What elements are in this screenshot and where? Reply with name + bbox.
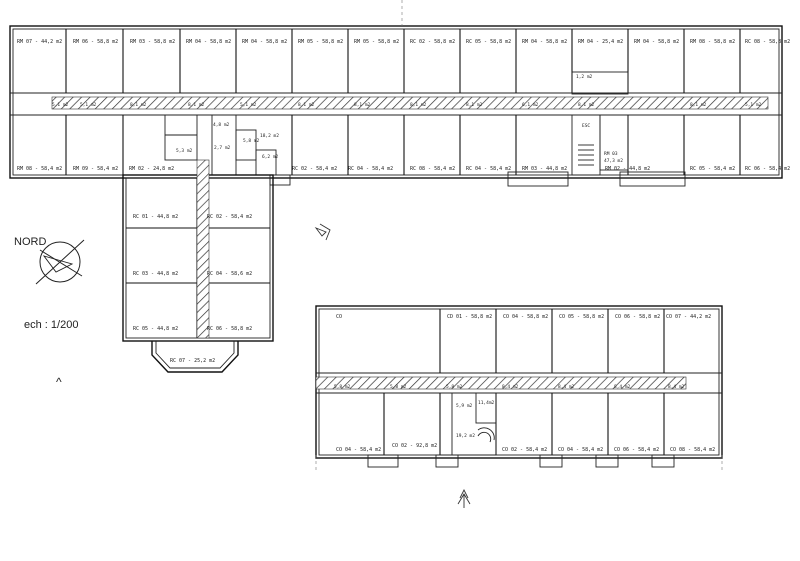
room-label: RM 04 - 58,8 m2 [522, 39, 567, 45]
bottom-notches [367, 454, 675, 468]
room-label: RM 03 [604, 151, 618, 157]
room-label: RM 03 - 58,8 m2 [130, 39, 175, 45]
left-wing [122, 159, 274, 373]
caret-mark: ^ [56, 375, 62, 389]
scale-label: ech : 1/200 [24, 319, 78, 331]
room-label: RM 02 - 44,8 m2 [605, 166, 650, 172]
room-label: 8,1 m2 [466, 102, 483, 108]
room-label: RM 04 - 25,4 m2 [578, 39, 623, 45]
room-label: RM 04 - 58,8 m2 [186, 39, 231, 45]
room-label: 8,4 m2 [614, 384, 631, 390]
room-label: CD 01 - 58,8 m2 [447, 314, 492, 320]
room-label: 5,1 m2 [240, 102, 257, 108]
room-label: 5,3 m2 [176, 148, 193, 154]
room-label: 8,1 m2 [298, 102, 315, 108]
room-label: 4,8 m2 [213, 122, 230, 128]
room-label: RC 08 - 58,8 m2 [745, 39, 790, 45]
room-label: 19,2 m2 [456, 433, 475, 439]
room-label: RM 04 - 58,8 m2 [242, 39, 287, 45]
room-label: RC 02 - 58,8 m2 [410, 39, 455, 45]
room-label: 6,2 m2 [262, 154, 279, 160]
room-label: RM 08 - 58,4 m2 [17, 166, 62, 172]
room-label: CO 08 - 58,4 m2 [670, 447, 715, 453]
room-label: CO [336, 314, 342, 320]
room-label: 8,1 m2 [690, 102, 707, 108]
room-label: RM 04 - 58,8 m2 [634, 39, 679, 45]
room-label: RC 02 - 58,4 m2 [292, 166, 337, 172]
left-corridor-hatch [196, 159, 210, 339]
room-label: CO 04 - 58,4 m2 [336, 447, 381, 453]
bottom-notches [269, 171, 686, 187]
bottom-stair [451, 392, 497, 456]
room-label: RC 04 - 58,4 m2 [348, 166, 393, 172]
room-label: RC 05 - 58,4 m2 [690, 166, 735, 172]
room-label: 8,1 m2 [188, 102, 205, 108]
entrance-arrow-icon [314, 223, 331, 241]
room-label: 5,1 m2 [80, 102, 97, 108]
room-label: RC 01 - 44,8 m2 [133, 214, 178, 220]
room-labels: RM 07 - 44,2 m2 RM 06 - 58,8 m2 RM 03 - 58… [17, 39, 790, 453]
room-label: 8,4 m2 [668, 384, 685, 390]
room-label: RC 04 - 58,4 m2 [466, 166, 511, 172]
service-block-left [164, 114, 277, 176]
room-label: RC 05 - 58,8 m2 [466, 39, 511, 45]
room-label: 8,1 m2 [354, 102, 371, 108]
room-label: RC 07 - 25,2 m2 [170, 358, 215, 364]
room-label: RC 06 - 58,8 m2 [207, 326, 252, 332]
room-label: CO 04 - 58,8 m2 [503, 314, 548, 320]
room-label: 5,8 m2 [446, 384, 463, 390]
north-label: NORD [14, 236, 46, 248]
room-label: CO 02 - 58,4 m2 [502, 447, 547, 453]
stair-block-right [571, 71, 629, 176]
room-label: 8,1 m2 [130, 102, 147, 108]
bottom-row-partitions [65, 115, 741, 175]
room-label: RM 03 - 44,8 m2 [522, 166, 567, 172]
room-label: 5,1 m2 [52, 102, 69, 108]
top-wing [9, 25, 783, 187]
room-label: CO 04 - 58,4 m2 [558, 447, 603, 453]
room-label: CO 02 - 92,8 m2 [392, 443, 437, 449]
room-label: 47,3 m2 [604, 158, 623, 164]
room-label: 8,4 m2 [502, 384, 519, 390]
room-label: CO 07 - 44,2 m2 [666, 314, 711, 320]
room-label: RM 05 - 58,8 m2 [354, 39, 399, 45]
room-label: 5,8 m2 [334, 384, 351, 390]
north-compass-icon [35, 239, 85, 285]
room-label: 11,4m2 [478, 400, 495, 406]
room-label: ESC [582, 123, 590, 129]
room-label: RC 04 - 58,6 m2 [207, 271, 252, 277]
room-label: RC 08 - 58,4 m2 [410, 166, 455, 172]
bottom-corridor-hatch [315, 376, 687, 390]
bay-window [151, 341, 239, 373]
room-label: 5,8 m2 [243, 138, 260, 144]
top-wing-outline [9, 25, 783, 179]
room-label: CO 06 - 58,4 m2 [614, 447, 659, 453]
room-label: 5,1 m2 [745, 102, 762, 108]
room-label: RC 03 - 44,8 m2 [133, 271, 178, 277]
room-label: 5,9 m2 [456, 403, 473, 409]
room-label: CO 06 - 58,8 m2 [615, 314, 660, 320]
room-label: RM 09 - 58,4 m2 [73, 166, 118, 172]
entrance-arrow-icon [457, 488, 471, 508]
room-label: 8,4 m2 [558, 384, 575, 390]
room-label: 2,7 m2 [214, 145, 231, 151]
top-corridor-hatch [51, 96, 769, 110]
room-label: 5,8 m2 [390, 384, 407, 390]
room-label: RC 05 - 44,8 m2 [133, 326, 178, 332]
room-label: RM 06 - 58,8 m2 [73, 39, 118, 45]
room-label: CO 05 - 58,8 m2 [559, 314, 604, 320]
room-label: RC 06 - 58,4 m2 [745, 166, 790, 172]
room-label: 8,1 m2 [578, 102, 595, 108]
room-label: RM 08 - 58,8 m2 [690, 39, 735, 45]
room-label: 8,1 m2 [410, 102, 427, 108]
room-label: 6,1 m2 [522, 102, 539, 108]
bottom-wing [315, 305, 723, 468]
room-label: RM 05 - 58,8 m2 [298, 39, 343, 45]
room-label: RM 02 - 24,8 m2 [129, 166, 174, 172]
room-label: RC 02 - 58,4 m2 [207, 214, 252, 220]
room-label: 18,2 m2 [260, 133, 279, 139]
room-label: 1,2 m2 [576, 74, 593, 80]
room-label: RM 07 - 44,2 m2 [17, 39, 62, 45]
